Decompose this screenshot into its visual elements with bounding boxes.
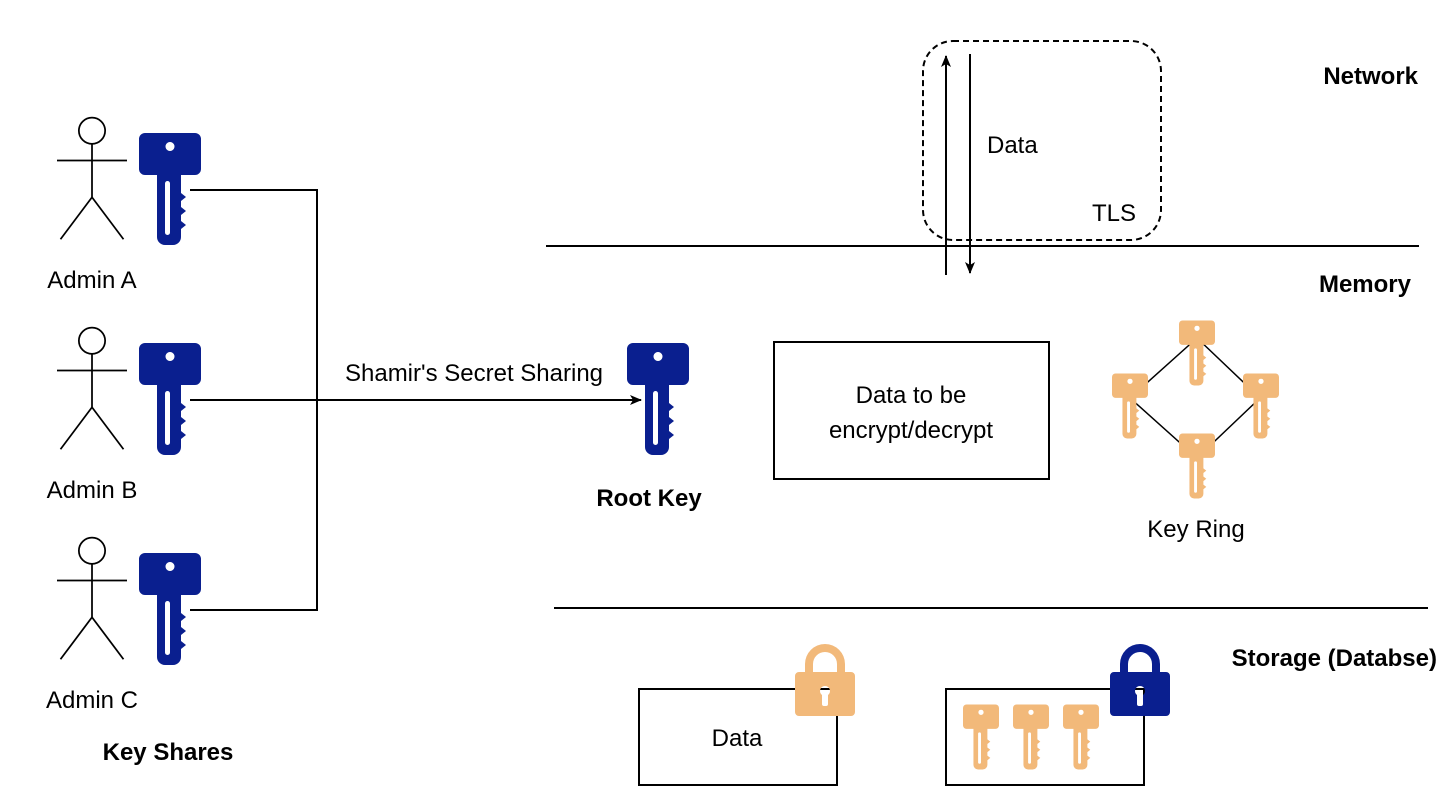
key-ring: [1112, 320, 1279, 499]
admin-c-label: Admin C: [46, 687, 138, 714]
admin-a-label: Admin A: [47, 267, 136, 294]
admin-b-group: Admin B: [47, 326, 201, 504]
tls-label: TLS: [1092, 200, 1136, 227]
admin-c-group: Admin C: [46, 536, 201, 714]
admin-b-label: Admin B: [47, 477, 138, 504]
root-key-label: Root Key: [596, 485, 702, 512]
data-to-encrypt-line1: Data to be: [856, 382, 967, 409]
memory-layer-label: Memory: [1319, 271, 1412, 298]
data-to-encrypt-box: [773, 341, 1050, 480]
stored-keys: [963, 704, 1099, 770]
key-icon: [1179, 433, 1215, 499]
tls-tunnel: [922, 40, 1162, 241]
key-icon: [963, 704, 999, 770]
key-ring-label: Key Ring: [1147, 516, 1244, 543]
key-shares-label: Key Shares: [103, 739, 234, 766]
key-icon: [1112, 373, 1148, 439]
storage-layer-label: Storage (Databse): [1232, 645, 1437, 672]
person-icon: [56, 326, 128, 451]
key-icon: [1179, 320, 1215, 386]
stored-data-label: Data: [712, 725, 763, 752]
key-icon: [1013, 704, 1049, 770]
padlock-icon: [1110, 644, 1170, 716]
admin-a-group: Admin A: [47, 116, 201, 294]
key-icon: [1063, 704, 1099, 770]
tls-data-label: Data: [987, 132, 1038, 159]
padlock-icon: [795, 644, 855, 716]
stored-keys-box: [945, 688, 1145, 786]
person-icon: [56, 536, 128, 661]
sss-label: Shamir's Secret Sharing: [345, 360, 603, 387]
network-layer-label: Network: [1323, 63, 1418, 90]
data-to-encrypt-line2: encrypt/decrypt: [829, 417, 993, 444]
stored-data-box: [638, 688, 838, 786]
share-connectors: [190, 189, 642, 611]
person-icon: [56, 116, 128, 241]
key-icon: [1243, 373, 1279, 439]
